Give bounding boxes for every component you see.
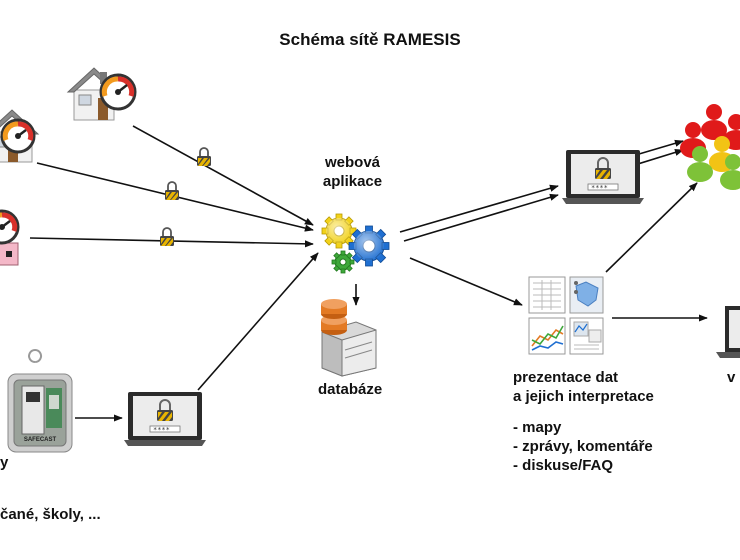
database-label: databáze <box>318 381 383 398</box>
arrow-webapp-to-laptop-2 <box>403 193 559 242</box>
report-thumbnails-icon <box>528 276 604 355</box>
list-item: - diskuse/FAQ <box>513 457 614 474</box>
password-field: **** <box>153 426 170 434</box>
house-gauge-icon <box>0 209 20 266</box>
partial-label-left: y <box>0 454 9 471</box>
web-app-label-line-1: webová <box>324 154 381 171</box>
presentation-label: prezentace dat a jejich interpretace <box>513 368 654 406</box>
arrow-webapp-to-laptop-1 <box>399 184 559 233</box>
web-app-label: webová aplikace <box>300 153 405 191</box>
people-icon <box>680 104 740 190</box>
arrow-webapp-to-presentation <box>409 257 523 306</box>
arrow-house1-to-webapp <box>132 125 314 226</box>
diagram-title: Schéma sítě RAMESIS <box>279 30 461 49</box>
lock-icon <box>165 181 179 200</box>
safecast-device-icon: SAFECAST <box>7 349 73 453</box>
gears-icon <box>321 213 390 274</box>
house-gauge-icon <box>66 67 137 121</box>
device-brand-label: SAFECAST <box>24 437 57 443</box>
list-item: - zprávy, komentáře <box>513 438 653 455</box>
laptop-lock-icon: **** <box>562 150 644 204</box>
web-app-label-line-2: aplikace <box>322 173 383 190</box>
laptop-icon <box>716 306 740 358</box>
connection-arrows <box>29 125 708 422</box>
laptop-lock-icon: **** <box>124 392 206 446</box>
list-item: - mapy <box>513 419 562 436</box>
partial-label-right: v <box>727 369 736 386</box>
database-icon <box>321 299 377 377</box>
arrow-presentation-to-people <box>605 182 698 273</box>
house-gauge-icon <box>0 109 40 163</box>
presentation-list: - mapy - zprávy, komentáře - diskuse/FAQ <box>513 418 653 475</box>
password-field: **** <box>591 184 608 192</box>
arrow-laptop-to-webapp <box>197 252 319 391</box>
partial-label-bottom-left: čané, školy, ... <box>0 506 101 523</box>
lock-icon <box>197 147 211 166</box>
presentation-label-line-1: prezentace dat <box>513 369 619 386</box>
presentation-label-line-2: a jejich interpretace <box>513 388 654 405</box>
lock-icon <box>160 227 174 246</box>
